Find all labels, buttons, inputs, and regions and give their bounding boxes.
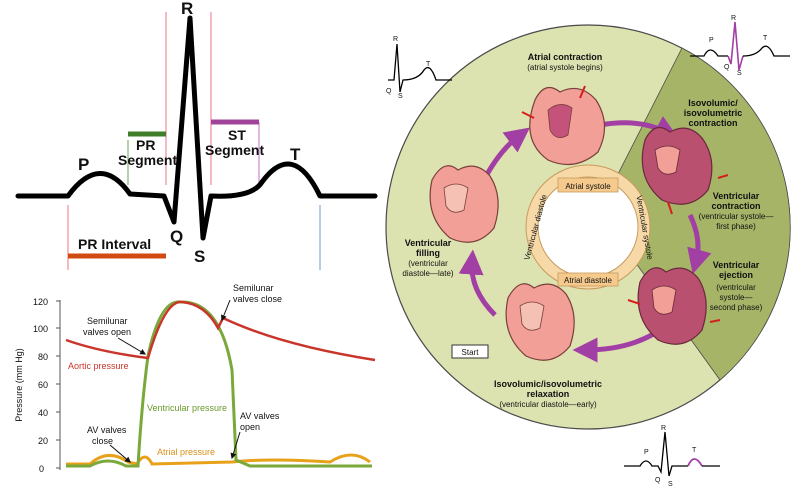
st-segment-label-1: ST	[228, 127, 246, 143]
av-open-label-1: AV valves	[240, 411, 280, 421]
ecg-label-t: T	[290, 145, 301, 164]
phase-relaxation-2: relaxation	[527, 389, 570, 399]
heart-atrial-contraction	[521, 85, 606, 166]
mini-ecg-b-s: S	[668, 481, 673, 488]
mini-ecg-tr-p: P	[709, 37, 714, 44]
ecg-label-r: R	[181, 0, 193, 18]
phase-ventricular-ejection-2: ejection	[719, 270, 753, 280]
av-open-label-2: open	[240, 422, 260, 432]
semilunar-open-label-1: Semilunar	[87, 316, 128, 326]
heart-ventricular-ejection	[627, 267, 721, 345]
heart-isovolumic-contraction	[641, 126, 729, 215]
phase-ventricular-contraction-3: (ventricular systole—	[699, 212, 774, 221]
start-box	[451, 344, 489, 359]
y-tick-100: 100	[33, 324, 48, 334]
phase-relaxation-1: Isovolumic/isovolumetric	[494, 379, 602, 389]
av-close-label-1: AV valves	[87, 425, 127, 435]
mini-ecg-tr-q: Q	[724, 64, 730, 71]
phase-isovolumic-contraction-3: contraction	[688, 118, 737, 128]
mini-ecg-tr-s: S	[737, 70, 742, 77]
pr-segment-label-1: PR	[136, 137, 155, 153]
atrial-pressure-label: Atrial pressure	[157, 447, 215, 457]
phase-filling-2: filling	[416, 248, 440, 258]
st-segment-label-2: Segment	[205, 142, 264, 158]
y-tick-60: 60	[38, 380, 48, 390]
ecg-diagram: P Q R S T PR Segment ST Segment PR Inter…	[15, 0, 378, 270]
start-label: Start	[462, 348, 480, 357]
cycle-arrow-4	[458, 249, 497, 317]
mini-ecg-tr-t: T	[763, 35, 768, 42]
ecg-label-s: S	[194, 247, 205, 266]
atrial-pressure-curve	[66, 453, 371, 466]
phase-ventricular-contraction-4: first phase)	[716, 222, 756, 231]
mini-ecg-t: T	[426, 61, 431, 68]
mini-ecg-bottom: R P Q S T	[624, 425, 720, 488]
phase-ventricular-ejection-5: second phase)	[710, 303, 763, 312]
phase-filling-3: (ventricular	[408, 259, 448, 268]
semilunar-close-label-1: Semilunar	[233, 283, 274, 293]
aortic-pressure-label: Aortic pressure	[68, 361, 129, 371]
phase-ventricular-ejection-4: systole—	[720, 293, 753, 302]
cycle-arrow-2	[687, 213, 712, 275]
y-tick-0: 0	[39, 464, 44, 474]
semilunar-close-label-2: valves close	[233, 294, 282, 304]
phase-filling-1: Ventricular	[405, 238, 452, 248]
phase-relaxation-3: (ventricular diastole—early)	[499, 400, 597, 409]
av-close-label-2: close	[92, 436, 113, 446]
ring-atrial-diastole: Atrial diastole	[564, 276, 613, 285]
ecg-trace	[15, 15, 378, 241]
mini-ecg-top-left: R Q S T	[386, 36, 452, 100]
y-tick-20: 20	[38, 436, 48, 446]
mini-ecg-q: Q	[386, 88, 392, 95]
y-tick-120: 120	[33, 297, 48, 307]
mini-ecg-top-right: R P Q S T	[690, 15, 790, 77]
pressure-plot: 0 20 40 60 80 100 120 Pressure (mm Hg) S…	[14, 283, 376, 474]
phase-ventricular-ejection-1: Ventricular	[713, 260, 760, 270]
phase-atrial-contraction-sub: (atrial systole begins)	[527, 63, 603, 72]
phase-isovolumic-contraction-1: Isovolumic/	[688, 98, 738, 108]
mini-ecg-b-t: T	[692, 447, 697, 454]
mini-ecg-tr-r: R	[731, 15, 736, 22]
ecg-label-p: P	[78, 155, 89, 174]
y-tick-40: 40	[38, 408, 48, 418]
semilunar-open-label-2: valves open	[83, 327, 131, 337]
pr-interval-label: PR Interval	[78, 236, 151, 252]
phase-ventricular-contraction-1: Ventricular	[713, 191, 760, 201]
phase-filling-4: diastole—late)	[402, 269, 453, 278]
mini-ecg-b-p: P	[644, 449, 649, 456]
mini-ecg-b-r: R	[661, 425, 666, 432]
y-tick-80: 80	[38, 352, 48, 362]
y-axis-label: Pressure (mm Hg)	[14, 348, 24, 422]
y-ticks: 0 20 40 60 80 100 120	[33, 297, 60, 474]
ecg-label-q: Q	[170, 227, 183, 246]
heart-ventricular-filling	[429, 165, 499, 243]
cardiac-cycle-wheel: Atrial systole Atrial diastole Ventricul…	[385, 24, 791, 430]
mini-ecg-b-q: Q	[655, 477, 661, 484]
heart-isovolumic-relaxation	[505, 283, 575, 361]
phase-ventricular-ejection-3: (ventricular	[716, 283, 756, 292]
phase-isovolumic-contraction-2: isovolumetric	[684, 108, 743, 118]
aortic-pressure-curve	[65, 300, 376, 362]
phase-atrial-contraction-title: Atrial contraction	[528, 52, 603, 62]
ring-atrial-systole: Atrial systole	[565, 182, 611, 191]
ventricular-pressure-label: Ventricular pressure	[147, 403, 227, 413]
mini-ecg-r: R	[393, 36, 398, 43]
pr-segment-label-2: Segment	[118, 152, 177, 168]
mini-ecg-s: S	[398, 93, 403, 100]
phase-ventricular-contraction-2: contraction	[711, 201, 760, 211]
